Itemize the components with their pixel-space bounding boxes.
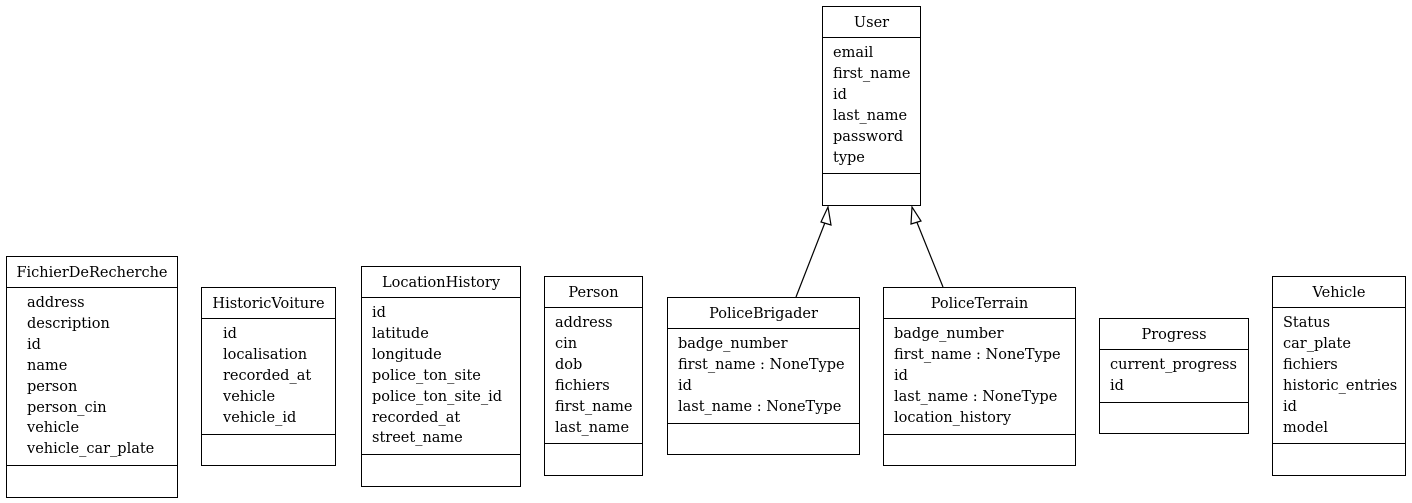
attribute: first_name : NoneType — [678, 356, 845, 373]
attribute: current_progress — [1110, 357, 1237, 373]
attribute: email — [833, 45, 874, 61]
attribute: address — [555, 315, 613, 331]
class-methods — [668, 424, 859, 454]
class-methods — [884, 435, 1075, 465]
attribute: localisation — [223, 346, 308, 363]
attribute: last_name : NoneType — [894, 388, 1058, 405]
attribute: id — [223, 326, 237, 342]
attribute: last_name — [833, 107, 908, 124]
class-attributes: badge_number first_name : NoneType id la… — [884, 319, 1075, 435]
class-methods — [823, 174, 920, 205]
inheritance-arrowhead-icon — [820, 204, 832, 226]
class-attributes: Status car_plate fichiers historic_entri… — [1273, 308, 1405, 445]
class-methods — [1100, 403, 1248, 433]
attribute: vehicle — [27, 420, 80, 437]
attribute: street_name — [372, 430, 463, 447]
class-title: Progress — [1100, 319, 1248, 350]
edge-policeterrain-to-user — [915, 219, 944, 288]
class-vehicle: Vehicle Status car_plate fichiers histor… — [1272, 276, 1406, 476]
attribute: person — [27, 378, 78, 395]
attribute: police_ton_site — [372, 367, 481, 384]
class-methods — [1273, 444, 1405, 475]
class-attributes: id localisation recorded_at vehicle vehi… — [202, 319, 335, 435]
attribute: badge_number — [894, 326, 1004, 342]
edge-policebrigader-to-user — [795, 219, 827, 298]
attribute: id — [833, 86, 847, 103]
attribute: vehicle — [223, 388, 276, 405]
attribute: recorded_at — [223, 367, 312, 384]
attribute: person_cin — [27, 399, 107, 416]
class-progress: Progress current_progress id — [1099, 318, 1249, 434]
attribute: id — [372, 305, 386, 321]
class-attributes: email first_name id last_name password t… — [823, 38, 920, 175]
attribute: type — [833, 149, 865, 166]
attribute: first_name — [833, 65, 911, 82]
class-fichierderecherche: FichierDeRecherche address description i… — [6, 256, 178, 498]
class-title: FichierDeRecherche — [7, 257, 177, 288]
attribute: vehicle_car_plate — [27, 441, 155, 458]
class-methods — [7, 466, 177, 497]
attribute: recorded_at — [372, 409, 461, 426]
attribute: fichiers — [1283, 356, 1338, 373]
attribute: id — [1110, 377, 1124, 394]
attribute: historic_entries — [1283, 377, 1398, 394]
class-attributes: id latitude longitude police_ton_site po… — [362, 298, 520, 456]
class-title: Vehicle — [1273, 277, 1405, 308]
attribute: fichiers — [555, 377, 610, 394]
attribute: id — [1283, 398, 1297, 415]
attribute: dob — [555, 356, 583, 373]
class-policeterrain: PoliceTerrain badge_number first_name : … — [883, 287, 1076, 466]
class-policebrigader: PoliceBrigader badge_number first_name :… — [667, 297, 860, 455]
attribute: car_plate — [1283, 335, 1351, 352]
class-user: User email first_name id last_name passw… — [822, 6, 921, 206]
class-title: LocationHistory — [362, 267, 520, 298]
attribute: address — [27, 295, 85, 311]
inheritance-arrowhead-icon — [910, 205, 922, 225]
class-title: PoliceBrigader — [668, 298, 859, 329]
attribute: id — [678, 377, 692, 394]
attribute: badge_number — [678, 336, 788, 352]
attribute: first_name — [555, 398, 633, 415]
class-attributes: badge_number first_name : NoneType id la… — [668, 329, 859, 424]
class-title: User — [823, 7, 920, 38]
class-methods — [362, 455, 520, 486]
attribute: last_name : NoneType — [678, 398, 842, 415]
attribute: longitude — [372, 346, 442, 363]
attribute: model — [1283, 419, 1328, 436]
class-title: Person — [545, 277, 642, 308]
class-historicvoiture: HistoricVoiture id localisation recorded… — [201, 287, 336, 466]
class-methods — [545, 444, 642, 475]
attribute: name — [27, 357, 68, 374]
attribute: latitude — [372, 325, 429, 342]
attribute: Status — [1283, 315, 1331, 331]
attribute: cin — [555, 335, 578, 352]
attribute: description — [27, 315, 110, 332]
attribute: vehicle_id — [223, 409, 297, 426]
class-locationhistory: LocationHistory id latitude longitude po… — [361, 266, 521, 487]
class-attributes: current_progress id — [1100, 350, 1248, 403]
attribute: first_name : NoneType — [894, 346, 1061, 363]
class-attributes: address cin dob fichiers first_name last… — [545, 308, 642, 445]
attribute: id — [894, 367, 908, 384]
class-person: Person address cin dob fichiers first_na… — [544, 276, 643, 476]
attribute: location_history — [894, 409, 1012, 426]
attribute: last_name — [555, 419, 630, 436]
attribute: password — [833, 128, 904, 145]
attribute: police_ton_site_id — [372, 388, 503, 405]
attribute: id — [27, 336, 41, 353]
class-methods — [202, 435, 335, 465]
class-title: HistoricVoiture — [202, 288, 335, 319]
class-attributes: address description id name person perso… — [7, 288, 177, 467]
class-title: PoliceTerrain — [884, 288, 1075, 319]
